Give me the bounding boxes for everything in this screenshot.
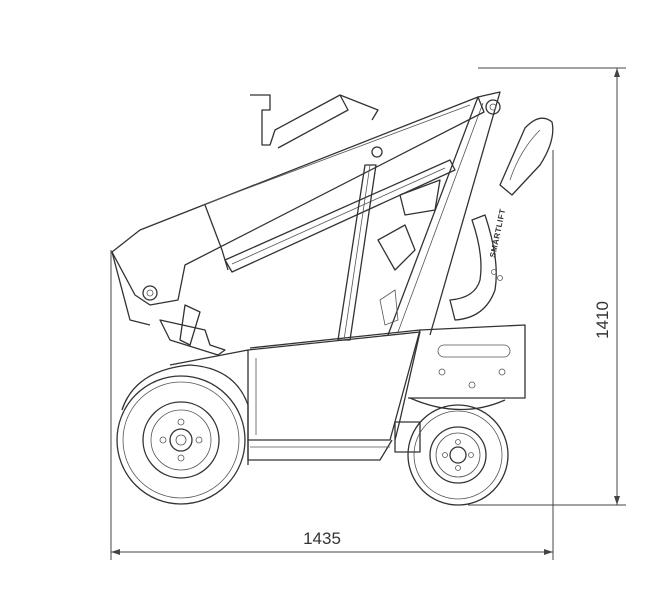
lift-machine: SMARTLIFT — [111, 91, 554, 506]
width-dimension: 1435 — [110, 150, 554, 560]
width-label: 1435 — [303, 529, 341, 548]
rear-wheel — [116, 375, 246, 505]
front-wheel — [407, 404, 509, 506]
height-label: 1410 — [593, 301, 612, 339]
height-dimension: 1410 — [468, 67, 626, 506]
